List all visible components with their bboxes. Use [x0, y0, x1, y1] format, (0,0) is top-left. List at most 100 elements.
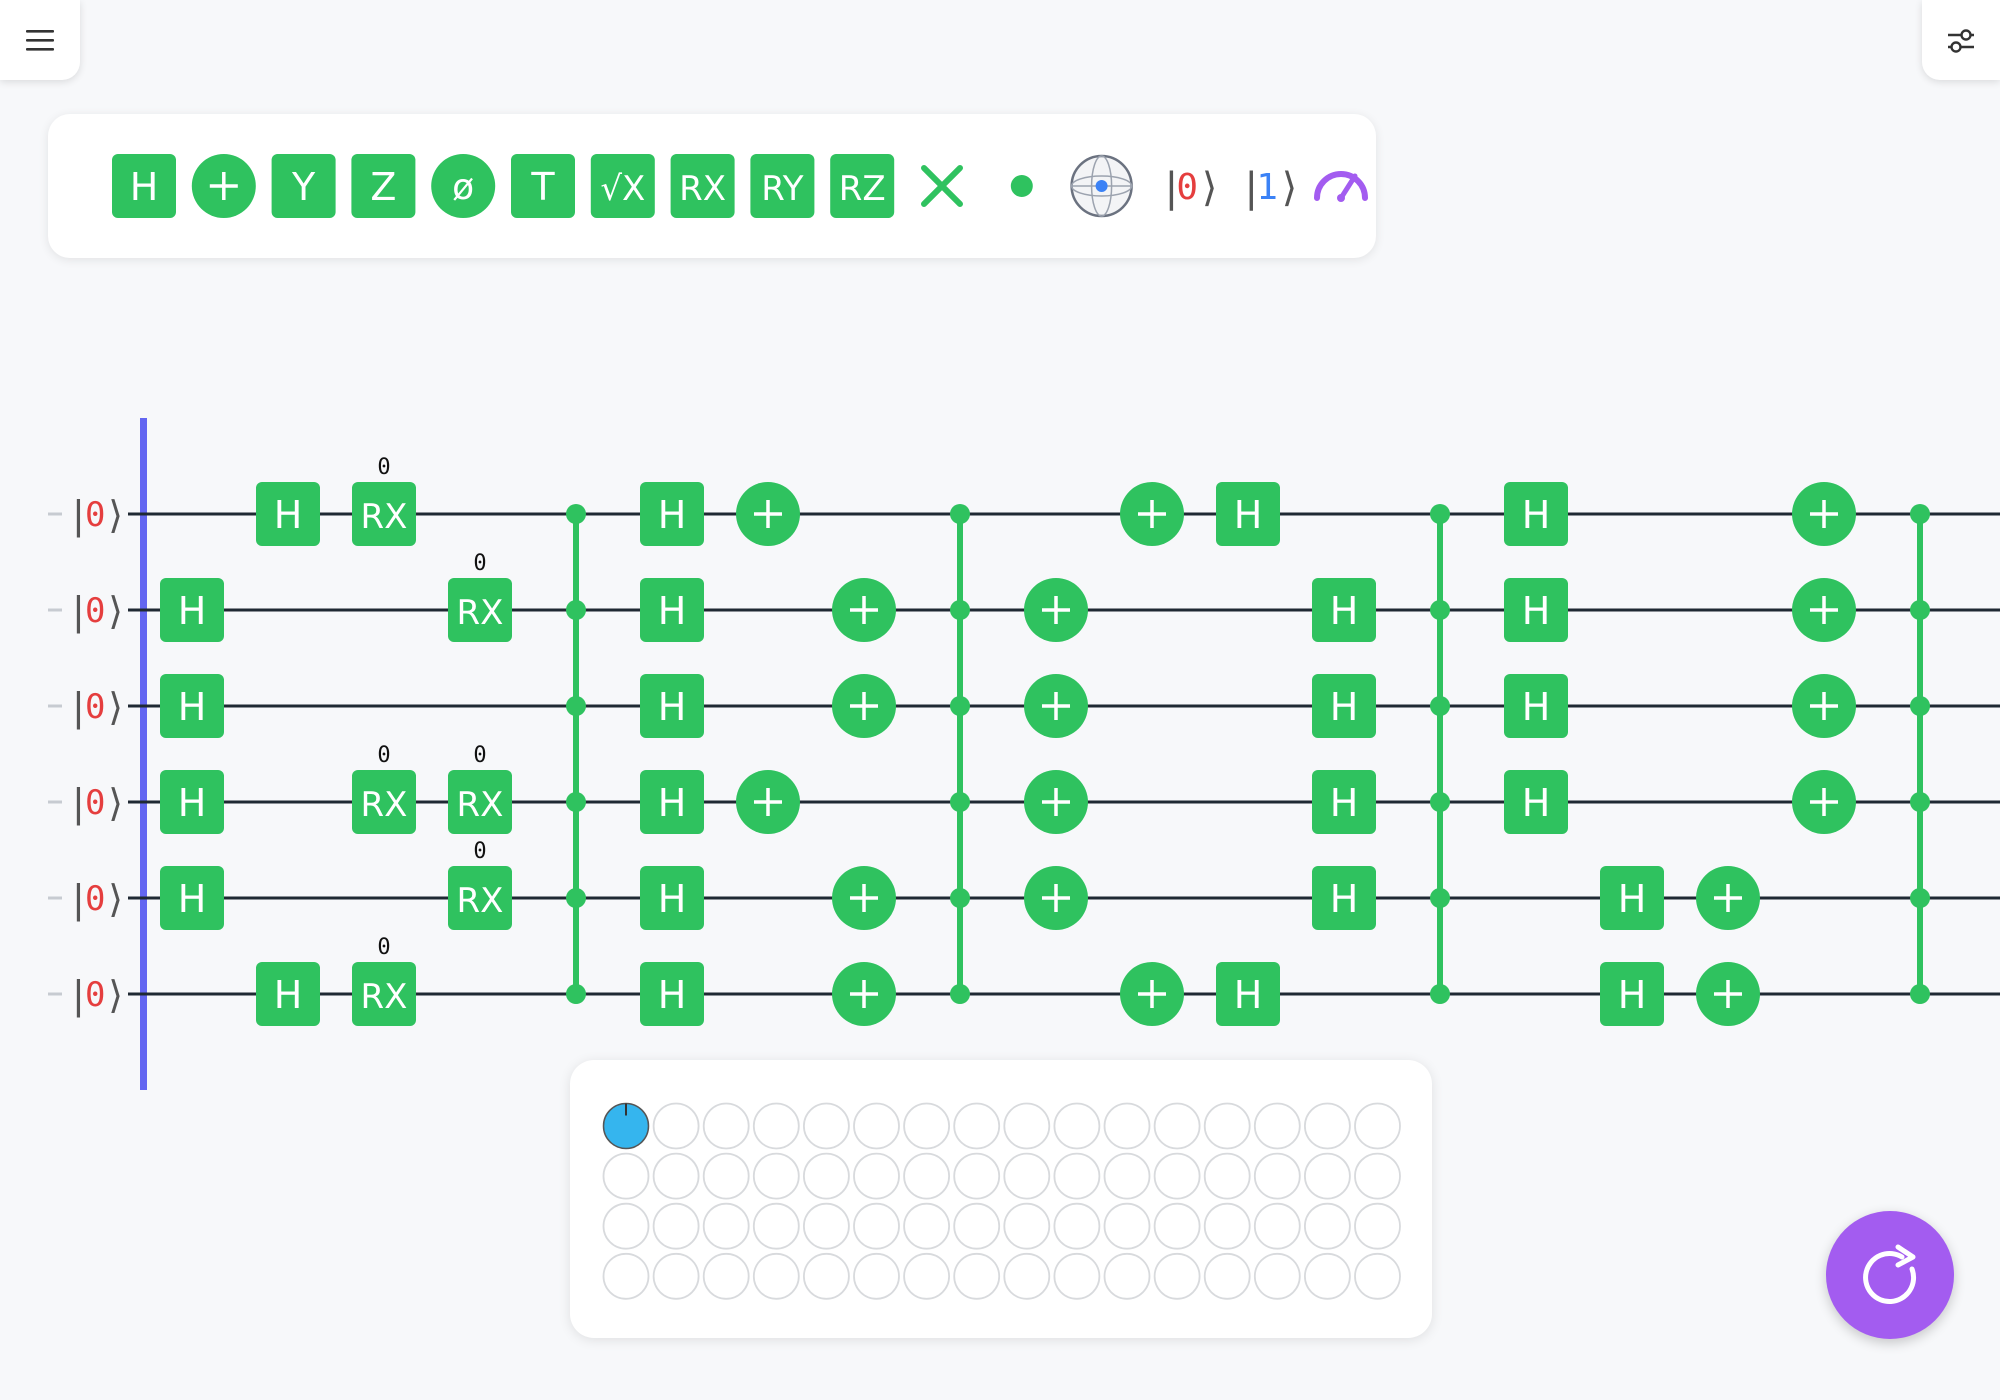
- h-gate[interactable]: H: [640, 962, 704, 1026]
- x-gate[interactable]: [832, 962, 896, 1026]
- probability-cell[interactable]: [1253, 1152, 1301, 1200]
- palette-t-gate[interactable]: T: [511, 154, 575, 218]
- probability-cell[interactable]: [1153, 1202, 1201, 1250]
- circuit-start-bar[interactable]: [140, 418, 147, 1090]
- probability-cell[interactable]: [1153, 1252, 1201, 1300]
- probability-cell[interactable]: [903, 1202, 951, 1250]
- probability-cell[interactable]: [1053, 1202, 1101, 1250]
- x-gate[interactable]: [736, 770, 800, 834]
- h-gate[interactable]: H: [640, 482, 704, 546]
- rx-gate[interactable]: RX: [352, 482, 416, 546]
- x-gate[interactable]: [1120, 962, 1184, 1026]
- probability-cell[interactable]: [1304, 1202, 1351, 1250]
- control-dot[interactable]: [566, 888, 586, 908]
- probability-cell[interactable]: [853, 1152, 900, 1200]
- probability-cell[interactable]: [602, 1152, 650, 1200]
- control-dot[interactable]: [950, 792, 970, 812]
- control-dot[interactable]: [1910, 984, 1930, 1004]
- gate-parameter[interactable]: 0: [473, 743, 486, 768]
- h-gate[interactable]: H: [1600, 866, 1664, 930]
- x-gate[interactable]: [1024, 674, 1088, 738]
- x-gate[interactable]: [1792, 482, 1856, 546]
- palette-h-gate[interactable]: H: [112, 154, 176, 218]
- qubit-initial-state[interactable]: 0: [85, 879, 105, 919]
- h-gate[interactable]: H: [1600, 962, 1664, 1026]
- probability-cell[interactable]: [652, 1102, 700, 1150]
- multi-control-connector[interactable]: [950, 504, 970, 1004]
- probability-cell[interactable]: [602, 1102, 650, 1150]
- probability-cell[interactable]: [702, 1252, 750, 1300]
- probability-cell[interactable]: [853, 1252, 900, 1300]
- x-gate[interactable]: [1696, 962, 1760, 1026]
- palette-control-dot[interactable]: [1010, 175, 1033, 197]
- probability-cell[interactable]: [1304, 1102, 1351, 1150]
- control-dot[interactable]: [566, 696, 586, 716]
- control-dot[interactable]: [566, 984, 586, 1004]
- h-gate[interactable]: H: [1312, 770, 1376, 834]
- h-gate[interactable]: H: [160, 578, 224, 642]
- multi-control-connector[interactable]: [1910, 504, 1930, 1004]
- palette-rx-gate[interactable]: RX: [670, 154, 735, 218]
- h-gate[interactable]: H: [1312, 674, 1376, 738]
- control-dot[interactable]: [1910, 600, 1930, 620]
- probability-cell[interactable]: [752, 1202, 800, 1250]
- x-gate[interactable]: [1696, 866, 1760, 930]
- probability-cell[interactable]: [953, 1252, 1001, 1300]
- palette-bloch-sphere[interactable]: [1070, 154, 1133, 218]
- probability-cell[interactable]: [702, 1152, 750, 1200]
- probability-cell[interactable]: [802, 1202, 850, 1250]
- palette-ry-gate[interactable]: RY: [750, 154, 815, 218]
- gate-parameter[interactable]: 0: [377, 455, 390, 480]
- probability-cell[interactable]: [802, 1252, 850, 1300]
- gate-parameter[interactable]: 0: [473, 839, 486, 864]
- control-dot[interactable]: [566, 504, 586, 524]
- probability-cell[interactable]: [1103, 1202, 1151, 1250]
- control-dot[interactable]: [1910, 504, 1930, 524]
- menu-button[interactable]: [0, 0, 80, 80]
- x-gate[interactable]: [1024, 578, 1088, 642]
- h-gate[interactable]: H: [640, 866, 704, 930]
- qubit-initial-state[interactable]: 0: [85, 495, 105, 535]
- h-gate[interactable]: H: [160, 866, 224, 930]
- control-dot[interactable]: [566, 792, 586, 812]
- probability-cell[interactable]: [1003, 1252, 1051, 1300]
- probability-cell[interactable]: [1304, 1152, 1351, 1200]
- circuit-editor[interactable]: |0⟩|0⟩|0⟩|0⟩|0⟩|0⟩HHHHHHRX0RX0RX0RX0RX0R…: [0, 0, 2000, 1110]
- probability-cell[interactable]: [652, 1202, 700, 1250]
- rx-gate[interactable]: RX: [448, 578, 512, 642]
- probability-cell[interactable]: [702, 1102, 750, 1150]
- probability-cell[interactable]: [1354, 1202, 1401, 1250]
- probability-cell[interactable]: [702, 1202, 750, 1250]
- control-dot[interactable]: [1430, 984, 1450, 1004]
- probability-cell[interactable]: [652, 1252, 700, 1300]
- rx-gate[interactable]: RX: [352, 962, 416, 1026]
- probability-cell[interactable]: [1103, 1102, 1151, 1150]
- h-gate[interactable]: H: [1504, 770, 1568, 834]
- probability-cell[interactable]: [1053, 1152, 1101, 1200]
- control-dot[interactable]: [1910, 792, 1930, 812]
- probability-cell[interactable]: [853, 1202, 900, 1250]
- probability-cell[interactable]: [652, 1152, 700, 1200]
- palette-x-gate[interactable]: [191, 154, 256, 218]
- h-gate[interactable]: H: [160, 770, 224, 834]
- probability-cell[interactable]: [903, 1152, 951, 1200]
- gate-parameter[interactable]: 0: [377, 935, 390, 960]
- x-gate[interactable]: [1024, 866, 1088, 930]
- probability-cell[interactable]: [853, 1102, 900, 1150]
- control-dot[interactable]: [1910, 696, 1930, 716]
- probability-cell[interactable]: [1203, 1152, 1251, 1200]
- h-gate[interactable]: H: [640, 770, 704, 834]
- palette-swap-gate[interactable]: [921, 165, 963, 207]
- gate-parameter[interactable]: 0: [473, 551, 486, 576]
- x-gate[interactable]: [1792, 674, 1856, 738]
- probability-cell[interactable]: [602, 1202, 650, 1250]
- palette-phase-gate[interactable]: ø: [431, 154, 496, 218]
- rx-gate[interactable]: RX: [448, 866, 512, 930]
- h-gate[interactable]: H: [256, 482, 320, 546]
- probability-cell[interactable]: [903, 1102, 951, 1150]
- settings-button[interactable]: [1922, 0, 2000, 80]
- palette-z-gate[interactable]: Z: [351, 154, 416, 218]
- probability-cell[interactable]: [602, 1252, 650, 1300]
- palette-rz-gate[interactable]: RZ: [830, 154, 895, 218]
- control-dot[interactable]: [1430, 504, 1450, 524]
